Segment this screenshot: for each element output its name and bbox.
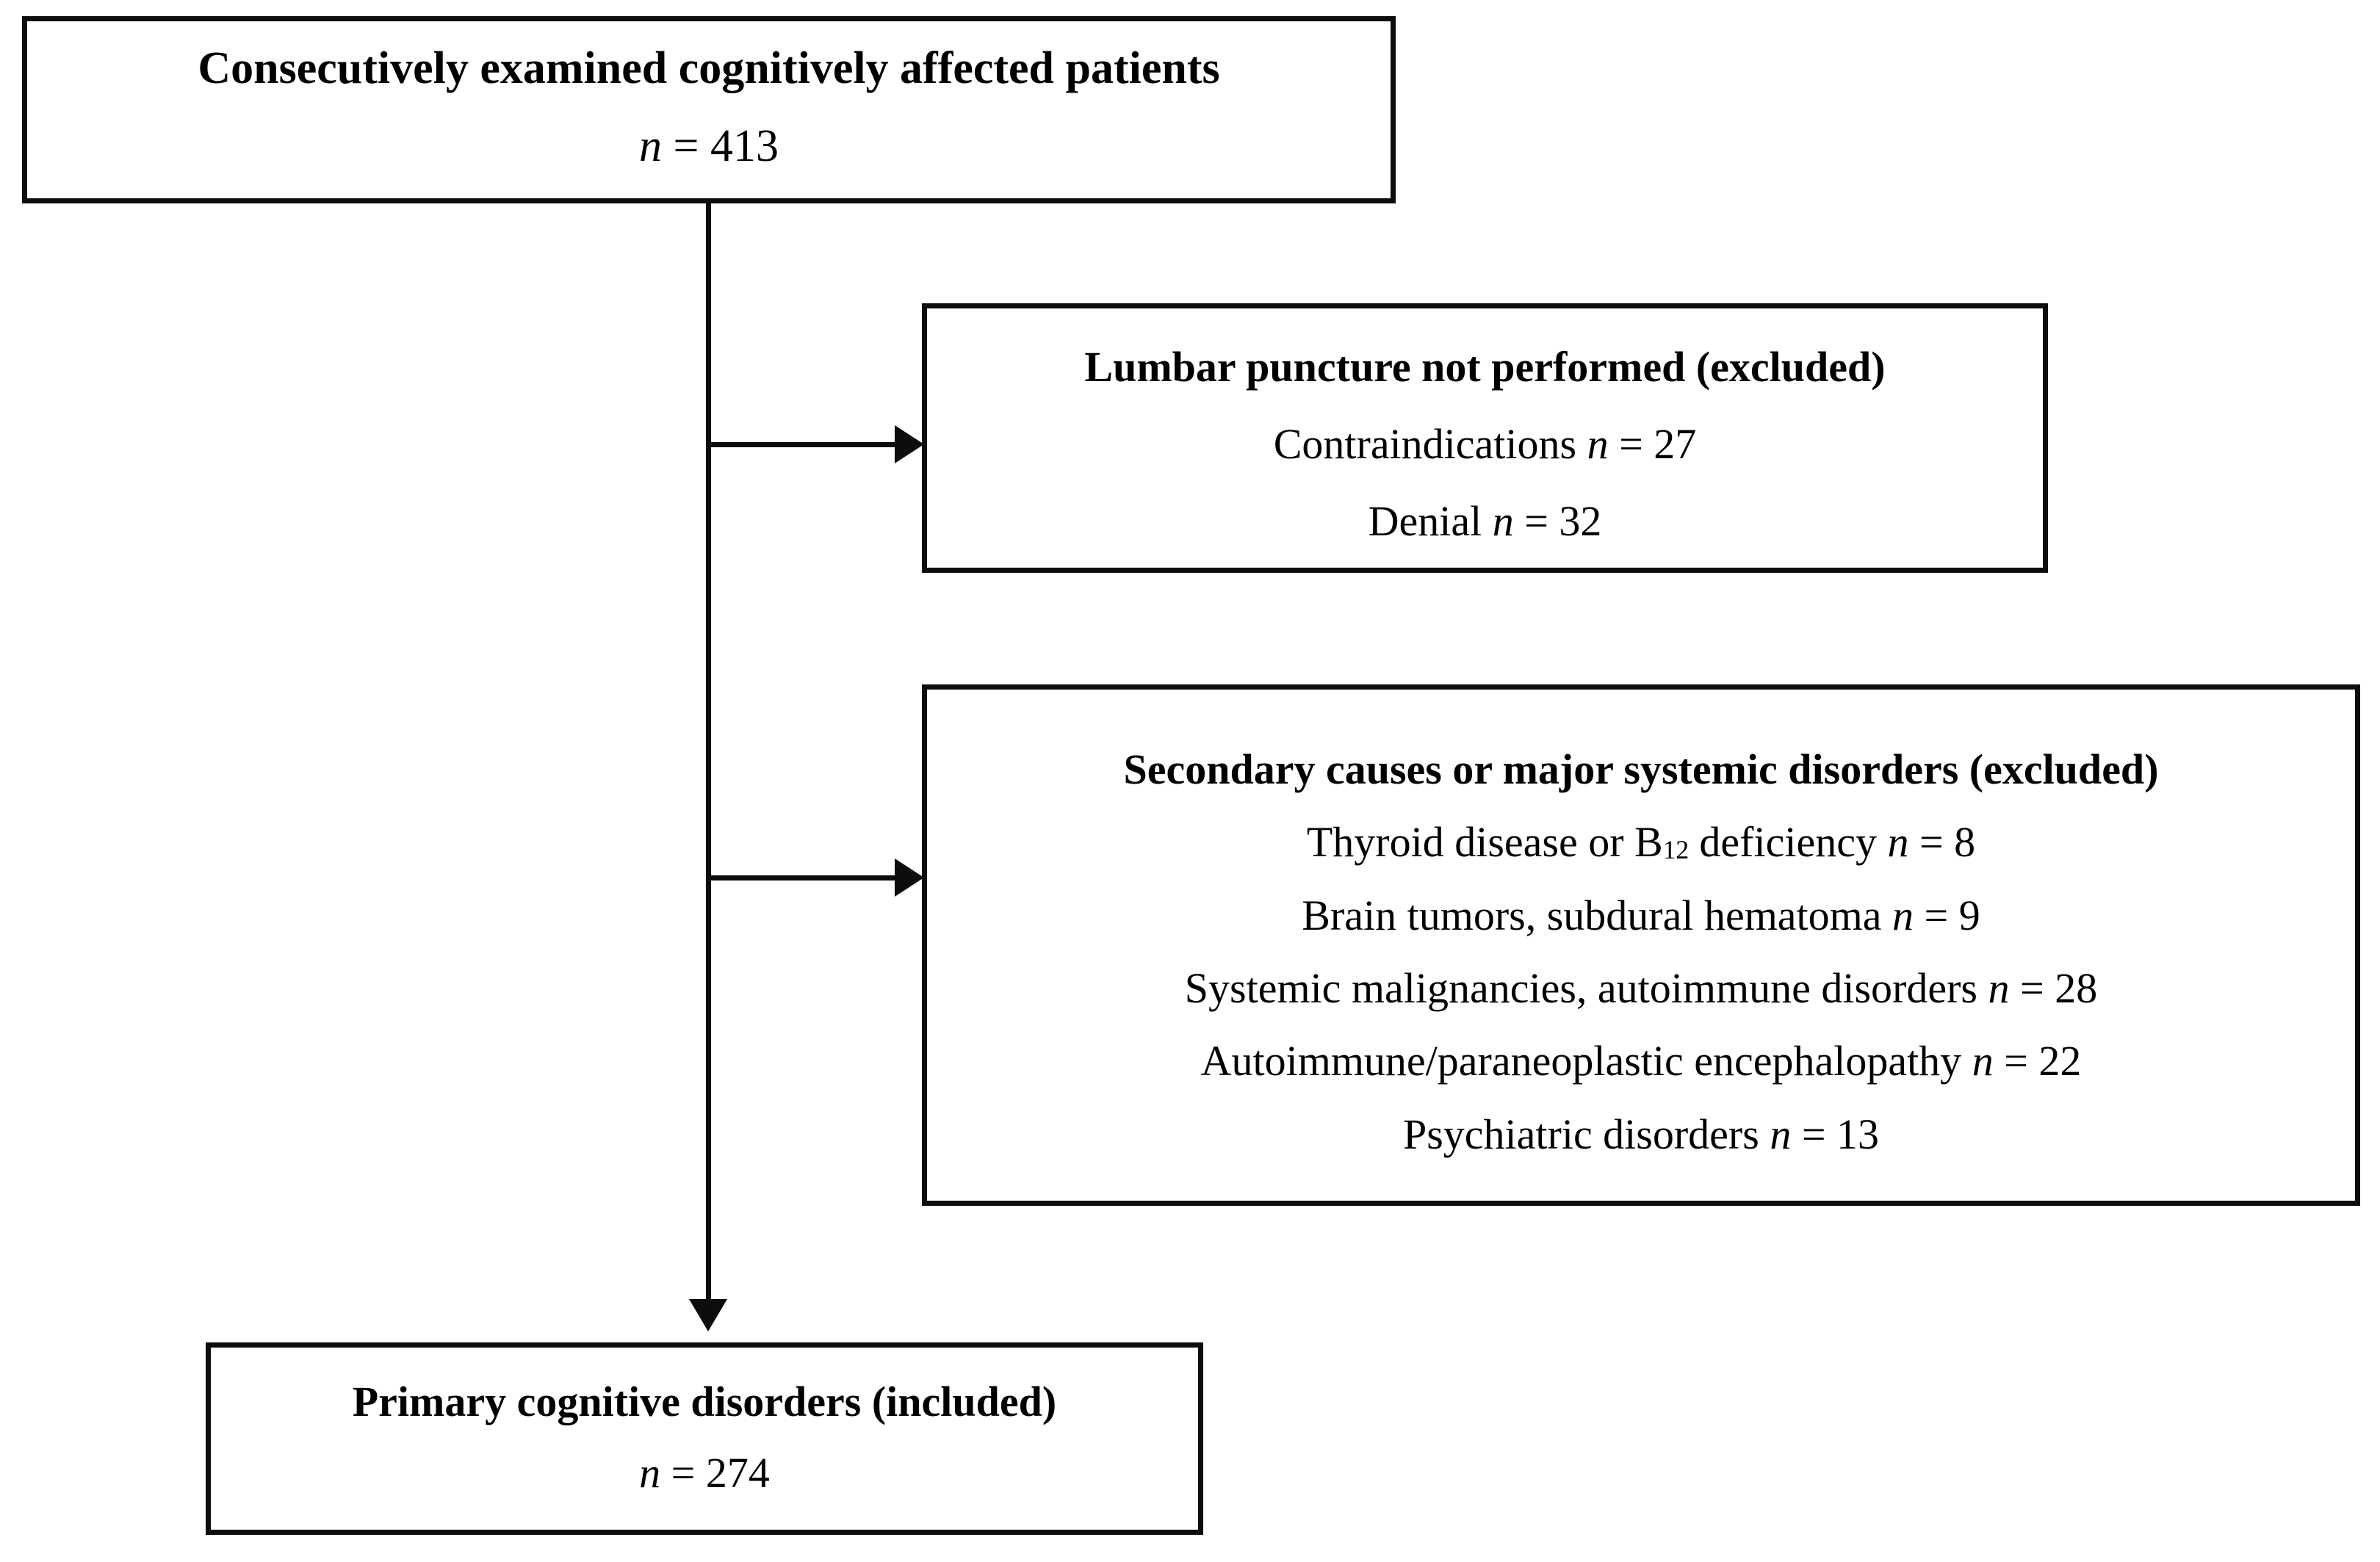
n-equals: = <box>1608 419 1654 468</box>
label-thyroid-suffix: deficiency <box>1688 818 1888 867</box>
n-value: 413 <box>710 120 779 171</box>
node-title-consecutive: Consecutively examined cognitively affec… <box>198 43 1220 93</box>
n-value: 274 <box>705 1449 770 1497</box>
node-line-psychiatric-disorders: Psychiatric disorders n = 13 <box>1403 1110 1879 1159</box>
node-line-denial: Denial n = 32 <box>1368 496 1602 546</box>
node-title-secondary: Secondary causes or major systemic disor… <box>1123 745 2159 794</box>
node-consecutively-examined-patients: Consecutively examined cognitively affec… <box>22 16 1396 203</box>
n-equals: = <box>1914 891 1959 939</box>
n-value: 13 <box>1836 1110 1880 1158</box>
n-equals: = <box>1993 1037 2039 1085</box>
node-line-systemic-malignancies: Systemic malignancies, autoimmune disord… <box>1185 963 2097 1013</box>
arrowhead-right-to-lumbar <box>895 425 924 463</box>
node-line-brain-tumors: Brain tumors, subdural hematoma n = 9 <box>1302 891 1980 940</box>
n-equals: = <box>662 120 710 171</box>
n-symbol: n <box>1492 497 1514 546</box>
n-value: 28 <box>2055 964 2098 1012</box>
n-equals: = <box>660 1449 706 1497</box>
label-thyroid-prefix: Thyroid disease or B <box>1306 818 1663 867</box>
n-value: 22 <box>2038 1037 2082 1085</box>
n-symbol: n <box>639 1449 661 1497</box>
connector-branch-to-secondary <box>708 875 901 881</box>
n-symbol: n <box>1972 1037 1994 1085</box>
connector-branch-to-lumbar <box>708 442 901 447</box>
label-denial: Denial <box>1368 497 1493 546</box>
node-line-autoimmune-encephalopathy: Autoimmune/paraneoplastic encephalopathy… <box>1201 1036 2082 1085</box>
n-symbol: n <box>1988 964 2010 1012</box>
n-equals: = <box>1908 818 1955 867</box>
n-symbol: n <box>1887 818 1909 867</box>
node-primary-cognitive-disorders: Primary cognitive disorders (included) n… <box>206 1342 1203 1535</box>
arrowhead-right-to-secondary <box>895 858 924 897</box>
connector-trunk-vertical <box>706 203 711 1299</box>
n-symbol: n <box>1770 1110 1792 1158</box>
n-equals: = <box>1791 1110 1837 1158</box>
n-value: 32 <box>1559 497 1602 546</box>
label-brain-tumors: Brain tumors, subdural hematoma <box>1302 891 1893 939</box>
n-equals: = <box>2009 964 2055 1012</box>
node-count-consecutive: n = 413 <box>639 120 779 173</box>
label-systemic-malignancies: Systemic malignancies, autoimmune disord… <box>1184 964 1988 1012</box>
node-title-lumbar: Lumbar puncture not performed (excluded) <box>1084 342 1886 391</box>
subscript-12: 12 <box>1662 835 1690 865</box>
n-equals: = <box>1513 497 1559 546</box>
n-symbol: n <box>1892 891 1914 939</box>
label-contraindications: Contraindications <box>1273 419 1587 468</box>
arrowhead-down-to-primary <box>689 1299 727 1331</box>
node-line-thyroid-b12: Thyroid disease or B12 deficiency n = 8 <box>1307 817 1975 867</box>
n-value: 9 <box>1958 891 1980 939</box>
node-count-primary: n = 274 <box>639 1448 770 1497</box>
n-value: 27 <box>1654 419 1697 468</box>
node-title-primary: Primary cognitive disorders (included) <box>352 1377 1057 1425</box>
n-value: 8 <box>1954 818 1976 867</box>
label-autoimmune-encephalopathy: Autoimmune/paraneoplastic encephalopathy <box>1200 1037 1972 1085</box>
node-lumbar-puncture-not-performed: Lumbar puncture not performed (excluded)… <box>922 303 2048 573</box>
node-line-contraindications: Contraindications n = 27 <box>1274 419 1697 469</box>
n-symbol: n <box>639 120 663 171</box>
label-psychiatric-disorders: Psychiatric disorders <box>1402 1110 1770 1158</box>
node-secondary-causes-systemic-disorders: Secondary causes or major systemic disor… <box>922 684 2360 1206</box>
n-symbol: n <box>1587 419 1609 468</box>
